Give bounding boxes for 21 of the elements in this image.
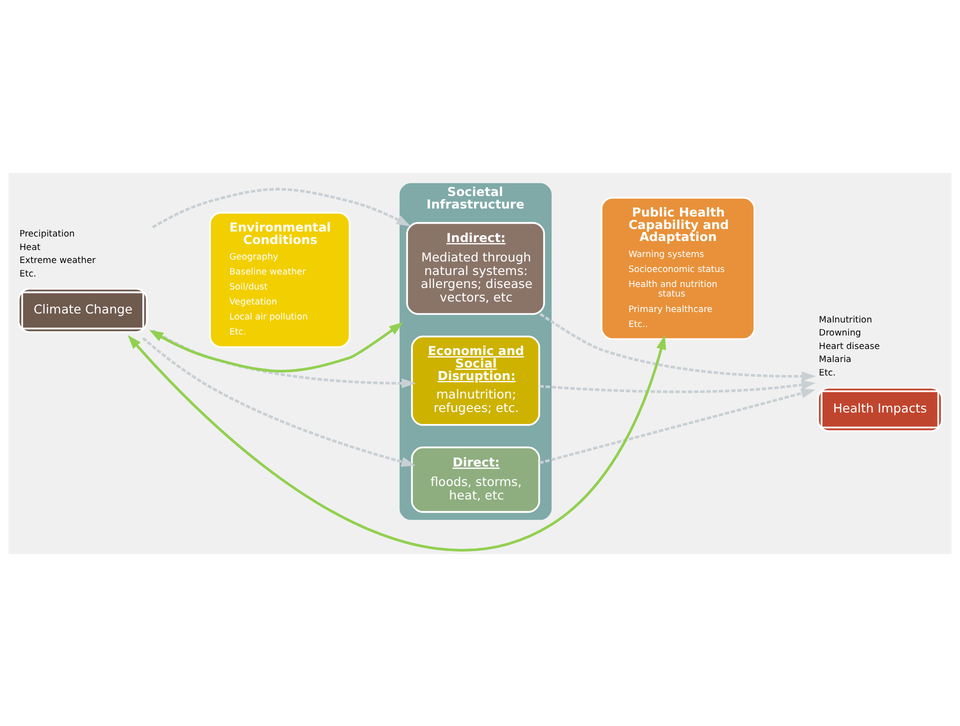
- node-label: Heat: [20, 242, 40, 252]
- node-label: Extreme weather: [20, 256, 96, 266]
- node-box: Public Health Capability and Adaptation Warning systems Socioeconomic status Health and nutrition status Primary healthcare Etc..: [600, 196, 756, 340]
- arrow: [539, 379, 816, 393]
- node-label: Malnutrition: [818, 314, 872, 325]
- node-box: Economic and Social Disruption: malnutrition; refugees; etc.: [411, 335, 540, 426]
- node-label: Precipitation: [20, 229, 75, 240]
- node-box: Environmental Conditions Geography Baseline weather Soil/dust Vegetation Local air pollution Etc.: [209, 211, 351, 348]
- node-label: Etc.: [20, 268, 36, 279]
- node-label: Malaria: [818, 354, 852, 365]
- node-label: Drowning: [818, 328, 862, 338]
- arrow: [152, 187, 411, 228]
- arrow: [142, 336, 416, 466]
- arrow: [539, 388, 816, 464]
- arrow: [540, 312, 816, 381]
- arrow: [149, 322, 404, 372]
- node-label: Heart disease: [818, 341, 880, 352]
- node-box: Direct: floods, storms, heat, etc: [411, 446, 540, 512]
- node-box: Indirect: Mediated through natural systems: allergens; disease vectors, etc: [406, 222, 545, 314]
- node-label: Etc.: [818, 368, 836, 378]
- arrow: [152, 328, 416, 388]
